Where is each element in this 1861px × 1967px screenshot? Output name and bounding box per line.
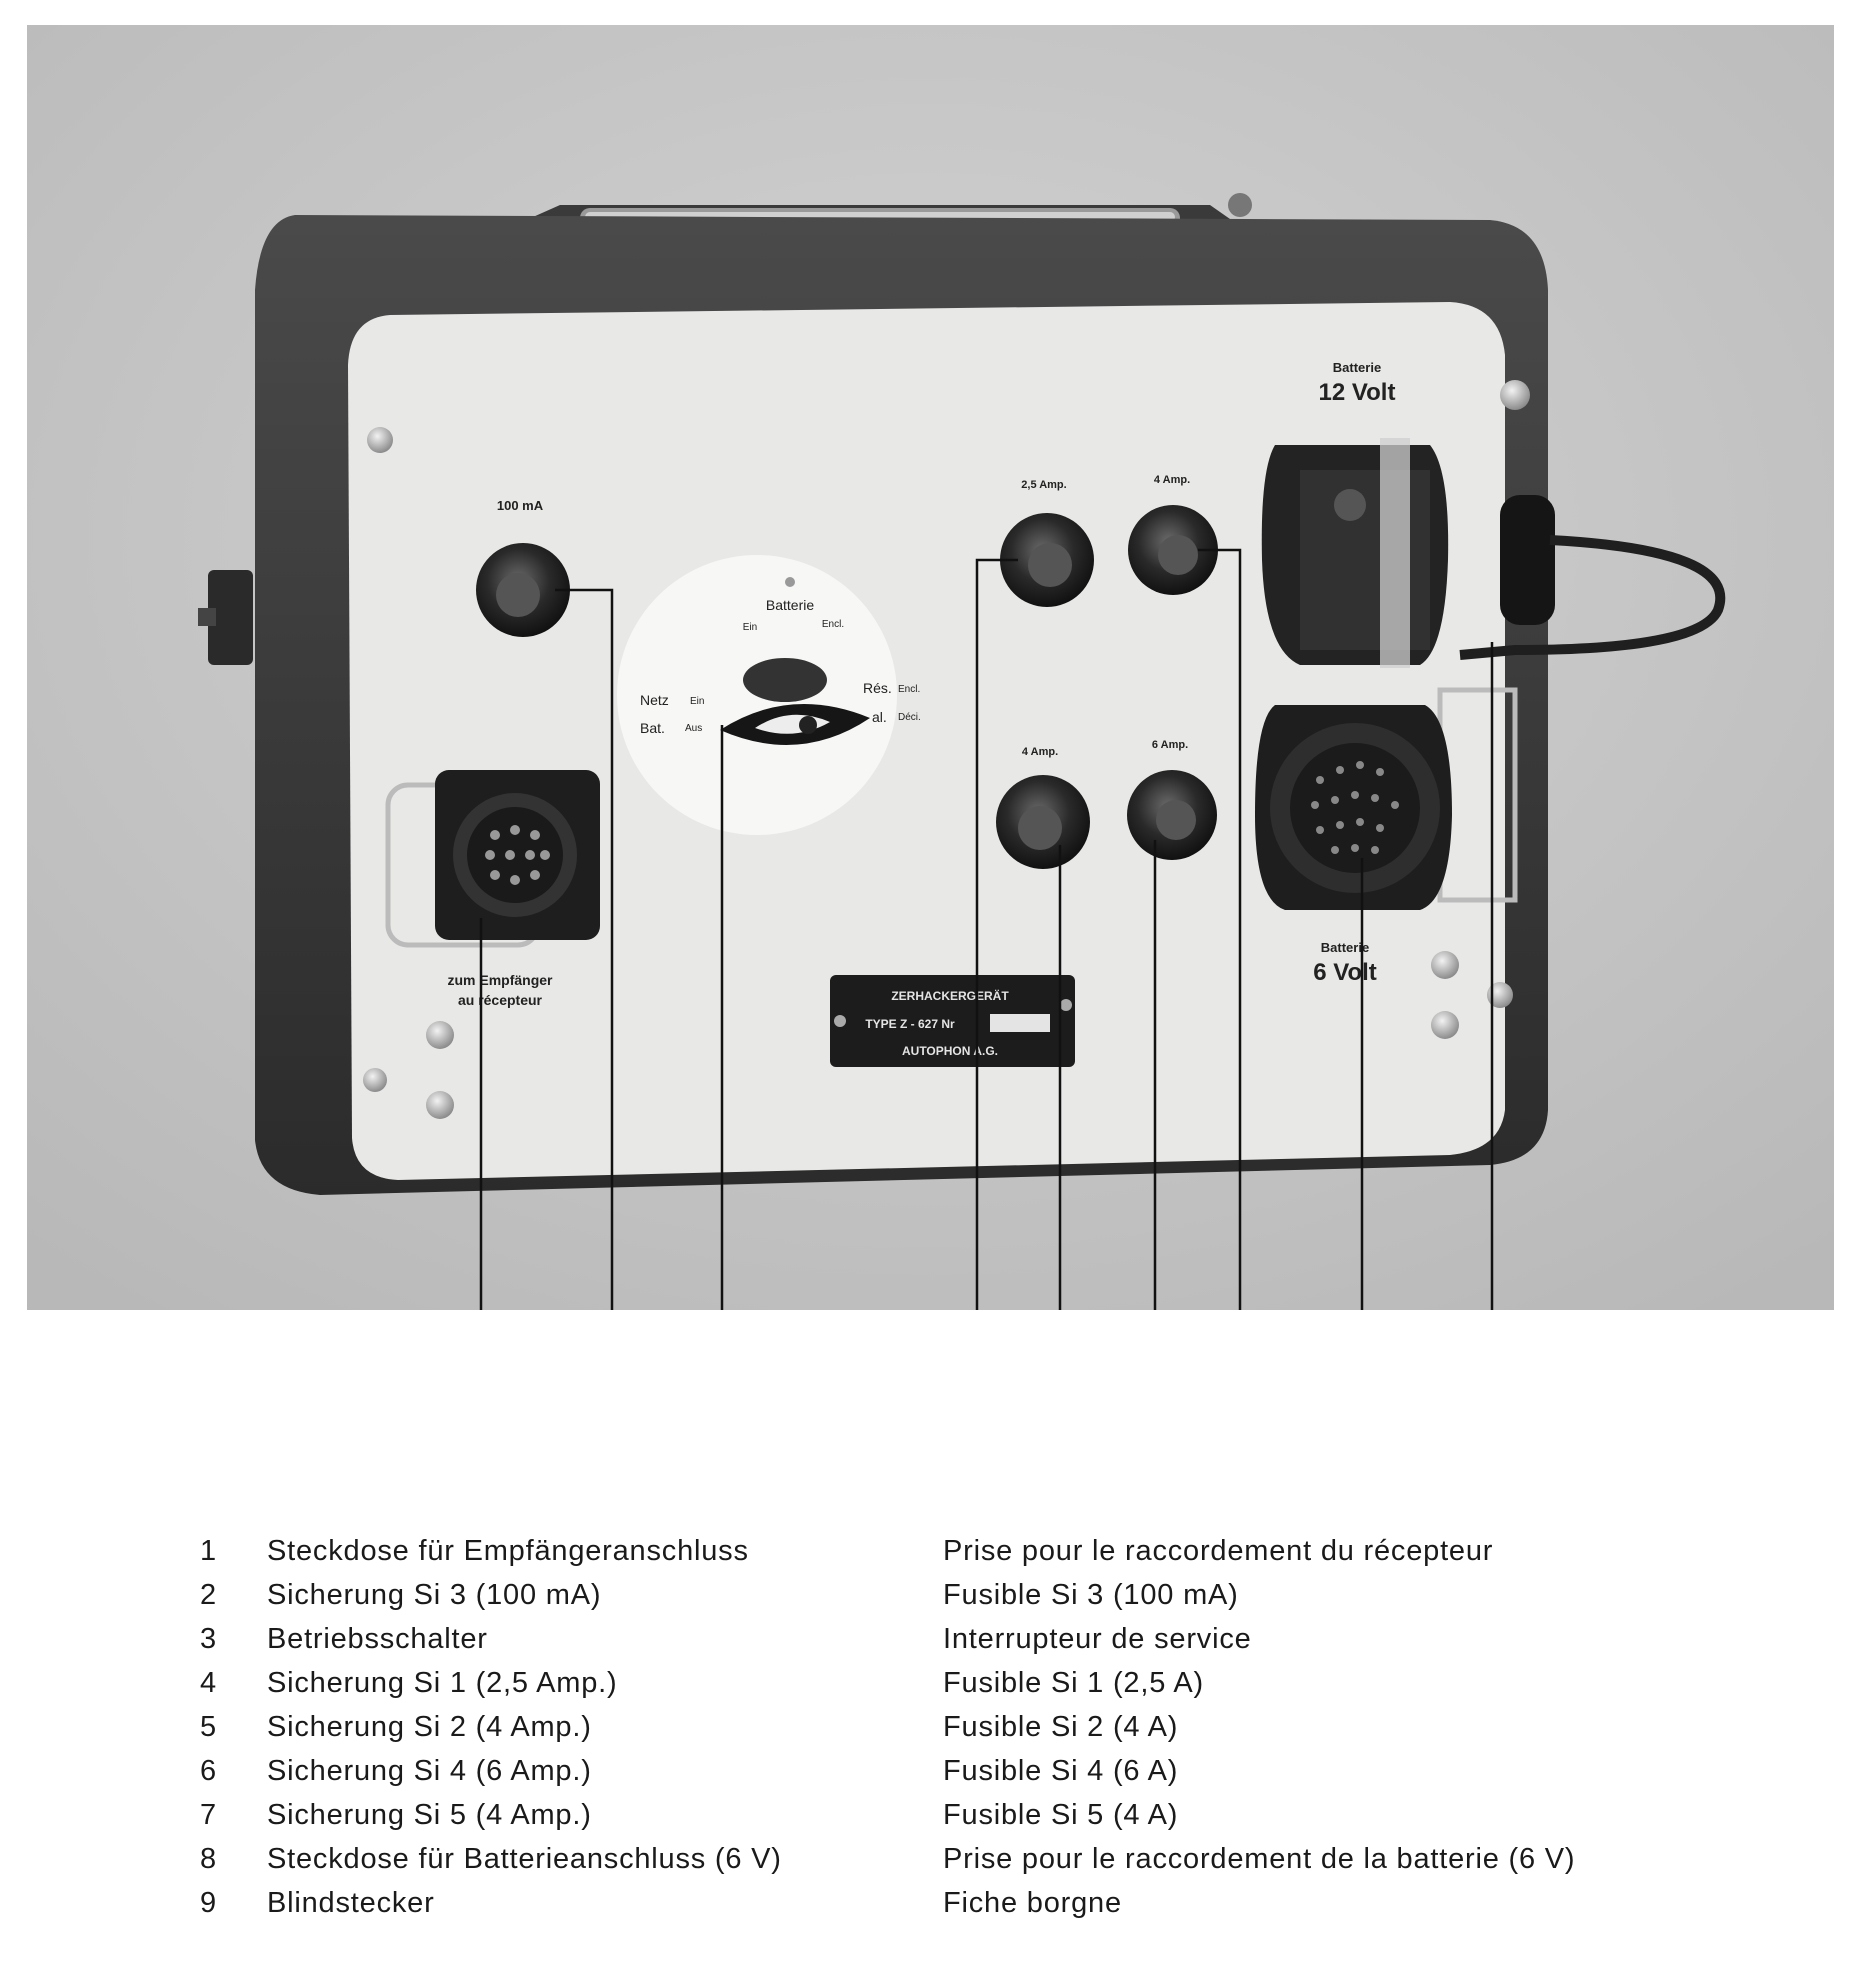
legend-number: 3 [200, 1623, 217, 1655]
mode-switch: Batterie Ein Encl. Netz Ein Bat. Aus Rés… [617, 555, 921, 835]
legend-number: 6 [200, 1755, 217, 1787]
legend-german: Sicherung Si 3 (100 mA) [267, 1579, 602, 1611]
legend-french: Fusible Si 3 (100 mA) [943, 1579, 1239, 1611]
device-photo: 100 mA Batterie Ein Encl. Netz Ein Bat. … [27, 25, 1834, 1310]
switch-label-deci: Déci. [898, 712, 921, 723]
legend-row: 3 Betriebsschalter Interrupteur de servi… [0, 1623, 1861, 1667]
plate-line-1: ZERHACKERGERÄT [891, 988, 1009, 1003]
switch-label-batterie: Batterie [766, 597, 814, 613]
legend-row: 7 Sicherung Si 5 (4 Amp.) Fusible Si 5 (… [0, 1799, 1861, 1843]
switch-label-ein: Ein [743, 622, 757, 633]
fuse-label-2-5: 2,5 Amp. [1021, 479, 1066, 491]
legend-german: Sicherung Si 2 (4 Amp.) [267, 1711, 592, 1743]
plate-line-2: TYPE Z - 627 Nr [865, 1017, 955, 1031]
switch-label-bat-right: al. [872, 709, 887, 725]
legend-row: 1 Steckdose für Empfängeranschluss Prise… [0, 1535, 1861, 1579]
fuse-label-4-bottom: 4 Amp. [1022, 746, 1058, 758]
battery-12v-connector: Batterie 12 Volt [1261, 360, 1726, 668]
switch-label-aus: Aus [685, 723, 702, 734]
legend-row: 8 Steckdose für Batterieanschluss (6 V) … [0, 1843, 1861, 1887]
legend-number: 7 [200, 1799, 217, 1831]
legend-number: 4 [200, 1667, 217, 1699]
legend-german: Blindstecker [267, 1887, 435, 1919]
battery-6-title: Batterie [1321, 940, 1369, 955]
switch-label-netz: Netz [640, 692, 669, 708]
fuse-si2: 4 Amp. [996, 746, 1090, 869]
legend-french: Prise pour le raccordement du récepteur [943, 1535, 1494, 1567]
callout-leader-lines [479, 548, 1494, 1310]
legend-row: 6 Sicherung Si 4 (6 Amp.) Fusible Si 4 (… [0, 1755, 1861, 1799]
battery-6-volt: 6 Volt [1313, 959, 1377, 986]
battery-6v-socket: Batterie 6 Volt [1255, 687, 1518, 986]
fuse-label-100ma: 100 mA [497, 498, 544, 513]
switch-label-res-encl: Encl. [898, 684, 920, 695]
legend-number: 9 [200, 1887, 217, 1919]
legend-french: Fiche borgne [943, 1887, 1122, 1919]
fuse-si3: 100 mA [476, 498, 570, 637]
switch-label-bat: Bat. [640, 720, 665, 736]
legend-row: 2 Sicherung Si 3 (100 mA) Fusible Si 3 (… [0, 1579, 1861, 1623]
plate-line-3: AUTOPHON A.G. [902, 1044, 998, 1058]
receiver-label-fr: au récepteur [458, 992, 543, 1008]
legend-german: Sicherung Si 4 (6 Amp.) [267, 1755, 592, 1787]
legend-row: 5 Sicherung Si 2 (4 Amp.) Fusible Si 2 (… [0, 1711, 1861, 1755]
legend-french: Fusible Si 1 (2,5 A) [943, 1667, 1204, 1699]
legend-row: 9 Blindstecker Fiche borgne [0, 1887, 1861, 1931]
legend-french: Prise pour le raccordement de la batteri… [943, 1843, 1576, 1875]
legend-number: 1 [200, 1535, 217, 1567]
battery-12-volt: 12 Volt [1319, 379, 1396, 406]
fuse-label-4-top: 4 Amp. [1154, 474, 1190, 486]
switch-label-encl: Encl. [822, 619, 844, 630]
legend-german: Steckdose für Batterieanschluss (6 V) [267, 1843, 782, 1875]
legend-french: Fusible Si 5 (4 A) [943, 1799, 1179, 1831]
side-latch [198, 570, 253, 665]
legend-french: Fusible Si 2 (4 A) [943, 1711, 1179, 1743]
legend-french: Fusible Si 4 (6 A) [943, 1755, 1179, 1787]
fuse-si4: 6 Amp. [1127, 739, 1217, 860]
switch-label-res: Rés. [863, 680, 892, 696]
fuse-label-6: 6 Amp. [1152, 739, 1188, 751]
fuse-si5: 4 Amp. [1128, 474, 1218, 595]
legend-french: Interrupteur de service [943, 1623, 1252, 1655]
legend-german: Steckdose für Empfängeranschluss [267, 1535, 749, 1567]
legend-row: 4 Sicherung Si 1 (2,5 Amp.) Fusible Si 1… [0, 1667, 1861, 1711]
front-panel [348, 302, 1505, 1180]
battery-12-title: Batterie [1333, 360, 1381, 375]
switch-label-netz-ein: Ein [690, 696, 704, 707]
legend-german: Betriebsschalter [267, 1623, 488, 1655]
fuse-si1: 2,5 Amp. [1000, 479, 1094, 607]
legend-german: Sicherung Si 5 (4 Amp.) [267, 1799, 592, 1831]
legend-german: Sicherung Si 1 (2,5 Amp.) [267, 1667, 618, 1699]
legend-number: 2 [200, 1579, 217, 1611]
legend-number: 5 [200, 1711, 217, 1743]
receiver-socket: zum Empfänger au récepteur [385, 770, 600, 1008]
legend-number: 8 [200, 1843, 217, 1875]
receiver-label-de: zum Empfänger [447, 972, 553, 988]
name-plate: ZERHACKERGERÄT TYPE Z - 627 Nr AUTOPHON … [830, 975, 1075, 1067]
panel-screws [363, 380, 1530, 1119]
